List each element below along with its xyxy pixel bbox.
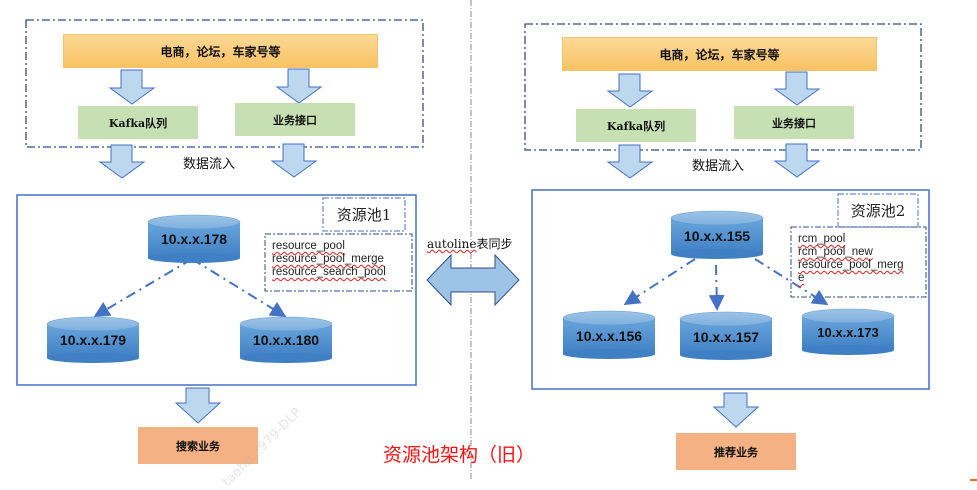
sync-label-table: autoline (427, 237, 477, 251)
left-replica-ip-2: 10.x.x.180 (252, 332, 320, 348)
right-link-155-to-157 (708, 264, 725, 311)
left-arrow-api-to-pool (270, 143, 318, 178)
sync-double-arrow (426, 253, 520, 307)
right-tables-list: rcm_pool rcm_pool_new resource_pool_merg… (792, 228, 926, 290)
right-source-box: 电商，论坛，车家号等 (562, 37, 877, 71)
left-flow-label: 数据流入 (183, 157, 236, 172)
right-replica-ip-3: 10.x.x.173 (817, 325, 879, 340)
cylinder-left-master (147, 214, 241, 263)
left-kafka-label: Kafka队列 (108, 116, 168, 130)
right-link-155-to-173 (754, 258, 829, 306)
left-source-group-frame (25, 19, 424, 148)
sync-label: autoline表同步 (427, 235, 512, 252)
left-table-item: resource_pool_merge (272, 253, 384, 265)
right-master-ip: 10.x.x.155 (683, 228, 751, 244)
right-api-label: 业务接口 (772, 116, 816, 130)
right-api-box: 业务接口 (734, 106, 854, 139)
right-kafka-box: Kafka队列 (576, 109, 696, 142)
right-replica-ip-1: 10.x.x.156 (575, 328, 643, 344)
left-pool-title-frame (322, 197, 406, 232)
left-table-item: resource_pool (272, 240, 345, 252)
right-tables-frame (790, 226, 927, 298)
right-pool-title: 资源池2 (850, 202, 906, 220)
right-source-group-frame (524, 23, 922, 151)
left-tables-list: resource_pool resource_pool_merge resour… (266, 235, 412, 284)
right-arrow-source-to-api (773, 71, 821, 106)
cylinder-right-master (670, 210, 764, 259)
cylinder-right-replica-1 (562, 310, 656, 359)
left-consumer-box: 搜索业务 (138, 427, 258, 464)
right-flow-label: 数据流入 (692, 159, 745, 174)
sync-label-rest: 表同步 (476, 237, 513, 251)
right-arrow-source-to-kafka (606, 73, 654, 108)
right-kafka-label: Kafka队列 (606, 119, 666, 133)
left-source-label: 电商，论坛，车家号等 (160, 44, 281, 59)
left-master-ip: 10.x.x.178 (160, 231, 228, 247)
right-replica-ip-2: 10.x.x.157 (692, 329, 760, 345)
right-consumer-label: 推荐业务 (714, 445, 758, 459)
cylinder-right-replica-2 (679, 311, 773, 360)
left-consumer-label: 搜索业务 (176, 439, 220, 453)
right-arrow-kafka-to-pool (606, 144, 654, 179)
cylinder-left-replica-2 (239, 316, 333, 363)
left-tables-frame (264, 233, 413, 292)
left-kafka-box: Kafka队列 (78, 106, 198, 139)
cylinder-left-replica-1 (46, 316, 140, 363)
right-consumer-box: 推荐业务 (676, 433, 796, 470)
right-table-item: rcm_pool_new (798, 246, 873, 258)
left-replica-ip-1: 10.x.x.179 (59, 332, 127, 348)
left-arrow-source-to-kafka (108, 69, 156, 105)
left-pool-title: 资源池1 (336, 206, 392, 224)
right-arrow-api-to-pool (773, 143, 821, 178)
diagram-caption: 资源池架构（旧） (383, 444, 536, 466)
cylinder-right-replica-3 (801, 308, 895, 355)
left-arrow-pool-to-consumer (174, 387, 222, 424)
left-link-178-to-179 (93, 258, 193, 318)
right-table-item: e (798, 272, 805, 284)
left-table-item: resource_search_pool (272, 266, 386, 278)
left-api-label: 业务接口 (273, 113, 317, 127)
left-api-box: 业务接口 (235, 103, 355, 136)
left-arrow-source-to-api (275, 68, 323, 104)
corner-mark (970, 479, 977, 481)
right-arrow-pool-to-consumer (712, 392, 760, 428)
left-arrow-kafka-to-pool (98, 144, 146, 179)
left-link-178-to-180 (191, 258, 287, 318)
right-source-label: 电商，论坛，车家号等 (659, 47, 780, 62)
left-source-box: 电商，论坛，车家号等 (63, 34, 378, 68)
right-link-155-to-156 (623, 258, 696, 306)
right-table-item: resource_pool_merg (798, 259, 904, 271)
right-table-item: rcm_pool (798, 233, 846, 245)
